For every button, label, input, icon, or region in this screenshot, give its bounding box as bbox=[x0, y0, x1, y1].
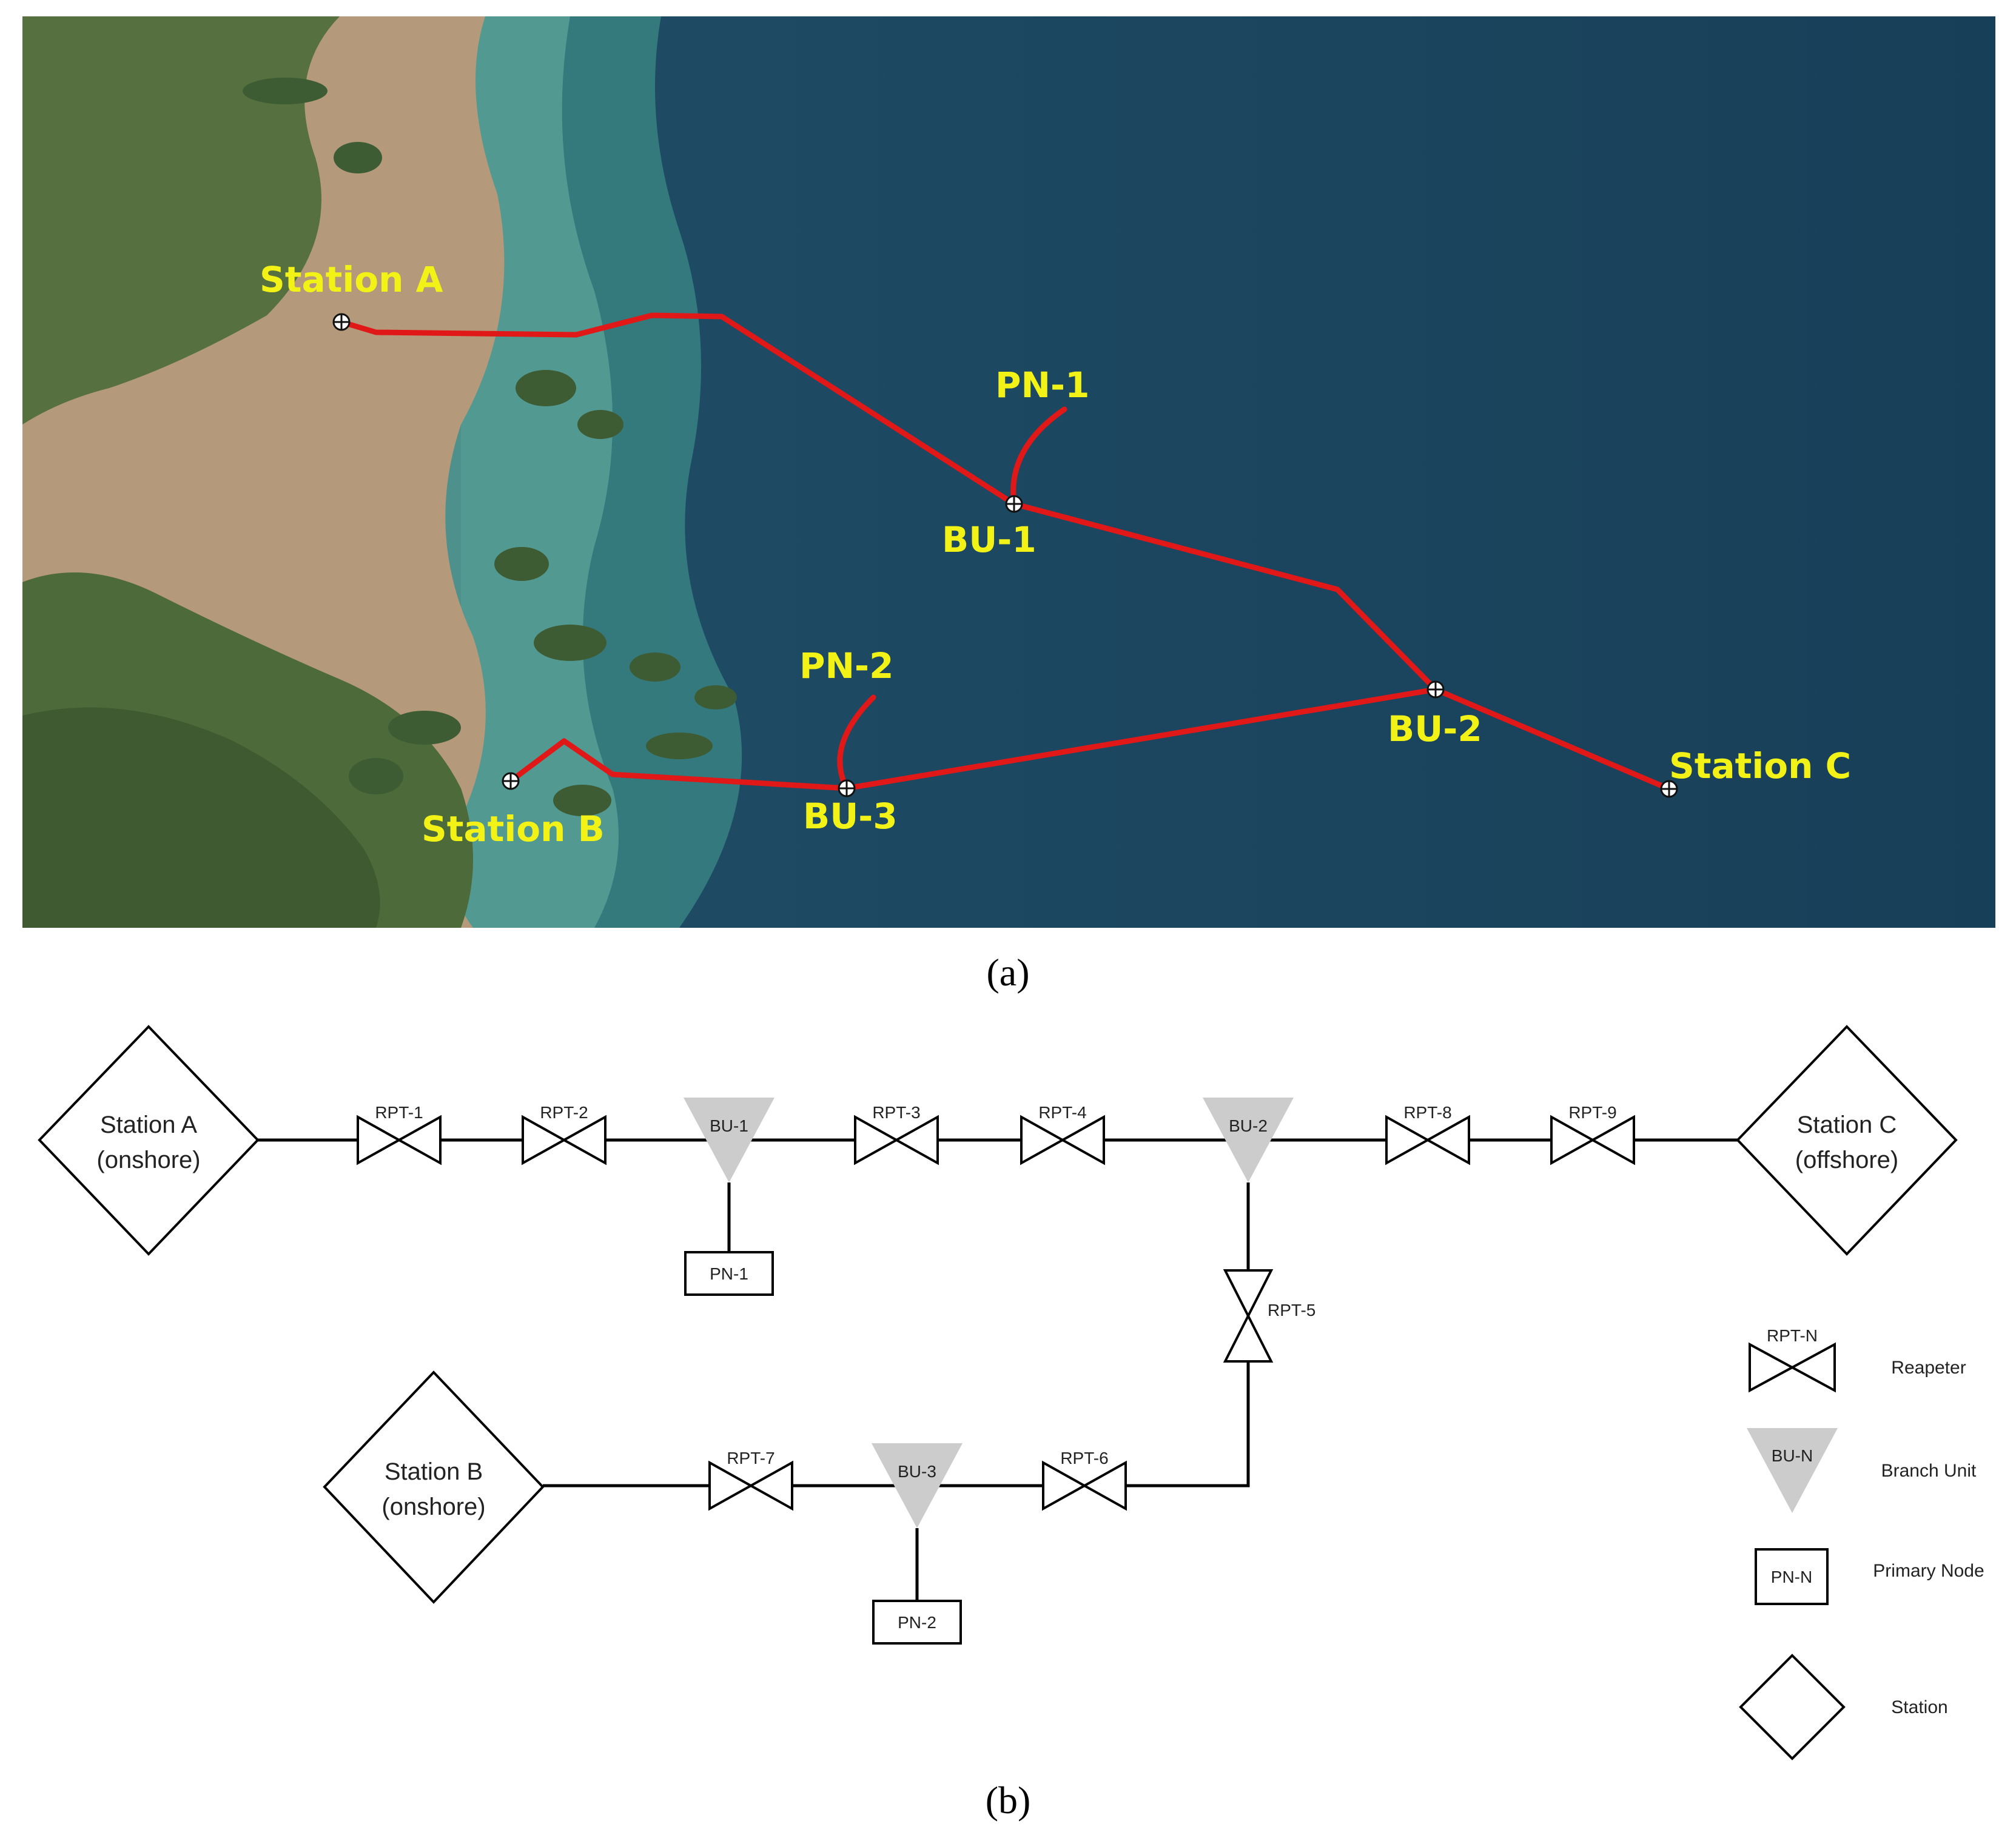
rpt5-top bbox=[1223, 1269, 1274, 1319]
station-a-marker bbox=[332, 313, 351, 331]
rpt2-left bbox=[522, 1115, 567, 1166]
bu2-shape bbox=[1203, 1098, 1294, 1182]
pn1-label: PN-1 bbox=[710, 1264, 748, 1283]
pn1-box bbox=[684, 1251, 774, 1296]
legend-pn-symbol bbox=[1755, 1548, 1829, 1605]
bu1-shape bbox=[684, 1098, 774, 1182]
rpt5-label: RPT-5 bbox=[1268, 1301, 1315, 1320]
legend-bu-symbol-text: BU-N bbox=[1772, 1446, 1813, 1465]
station-a-shape bbox=[38, 1025, 260, 1256]
map-label-bu1: BU-1 bbox=[942, 519, 1037, 560]
station-b-name: Station B bbox=[385, 1458, 483, 1485]
map-label-pn1: PN-1 bbox=[995, 364, 1089, 406]
rpt6-left bbox=[1042, 1460, 1087, 1511]
rpt7-label: RPT-7 bbox=[727, 1449, 774, 1467]
legend-repeater-label: Reapeter bbox=[1891, 1358, 1966, 1378]
bu2-marker bbox=[1426, 680, 1445, 699]
rpt9-right bbox=[1590, 1115, 1635, 1166]
bu1-marker bbox=[1005, 495, 1023, 513]
pn2-box bbox=[872, 1600, 962, 1645]
cable-bu3-pn2 bbox=[837, 694, 876, 791]
legend-repeater-symbol bbox=[1749, 1342, 1836, 1393]
legend-bu-label: Branch Unit bbox=[1881, 1461, 1977, 1481]
land-north bbox=[22, 16, 340, 424]
cable-bu2-bu3 bbox=[844, 686, 1439, 791]
map-label-station-b: Station B bbox=[422, 808, 605, 850]
rpt4-left bbox=[1020, 1115, 1066, 1166]
rpt5-bottom bbox=[1223, 1313, 1274, 1363]
legend: RPT-N Reapeter BU-N Branch Unit PN-N Pri… bbox=[1739, 1326, 1984, 1760]
pn2-label: PN-2 bbox=[898, 1613, 936, 1632]
legend-pn-label: Primary Node bbox=[1873, 1561, 1984, 1581]
repeater-symbols bbox=[357, 1115, 1635, 1511]
rpt2-label: RPT-2 bbox=[540, 1103, 588, 1122]
caption-b: (b) bbox=[986, 1779, 1031, 1822]
rpt3-left bbox=[854, 1115, 899, 1166]
rpt8-left bbox=[1385, 1115, 1431, 1166]
map-label-bu2: BU-2 bbox=[1388, 708, 1482, 750]
branch-unit-symbols bbox=[684, 1098, 1294, 1528]
station-a-name: Station A bbox=[100, 1112, 197, 1138]
map-label-station-a: Station A bbox=[260, 259, 443, 300]
legend-repeater-symbol-text: RPT-N bbox=[1767, 1326, 1818, 1345]
legend-repeater-left bbox=[1749, 1342, 1795, 1393]
bu3-shape bbox=[872, 1443, 963, 1528]
station-c-name: Station C bbox=[1797, 1112, 1897, 1138]
station-a-type: (onshore) bbox=[96, 1147, 200, 1173]
map-panel: Station A Station B Station C PN-1 PN-2 … bbox=[22, 16, 1995, 928]
station-b-marker bbox=[502, 772, 520, 790]
rpt7-left bbox=[708, 1460, 754, 1511]
legend-repeater-right bbox=[1789, 1342, 1836, 1393]
map-label-bu3: BU-3 bbox=[803, 796, 898, 837]
cable-station-a-bu1 bbox=[338, 312, 1017, 507]
rpt2-right bbox=[561, 1115, 606, 1166]
rpt1-label: RPT-1 bbox=[375, 1103, 423, 1122]
legend-bu-symbol bbox=[1747, 1428, 1838, 1513]
rpt9-label: RPT-9 bbox=[1568, 1103, 1616, 1122]
rpt8-right bbox=[1425, 1115, 1470, 1166]
rpt4-right bbox=[1060, 1115, 1105, 1166]
cable-routes bbox=[338, 312, 1672, 792]
legend-station-label: Station bbox=[1891, 1697, 1947, 1717]
bu2-label: BU-2 bbox=[1229, 1116, 1268, 1135]
bu1-label: BU-1 bbox=[710, 1116, 748, 1135]
station-c-type: (offshore) bbox=[1795, 1147, 1898, 1173]
caption-a: (a) bbox=[986, 951, 1029, 994]
rpt6-right bbox=[1081, 1460, 1127, 1511]
rpt4-label: RPT-4 bbox=[1038, 1103, 1086, 1122]
map-label-station-c: Station C bbox=[1669, 745, 1851, 787]
map-label-pn2: PN-2 bbox=[799, 645, 893, 686]
schematic-panel: Station A (onshore) Station C (offshore)… bbox=[38, 1025, 1984, 1760]
rpt3-label: RPT-3 bbox=[872, 1103, 920, 1122]
station-b-shape bbox=[323, 1370, 545, 1604]
cable-bu1-pn1 bbox=[1010, 406, 1067, 507]
rpt1-right bbox=[396, 1115, 442, 1166]
rpt1-left bbox=[357, 1115, 402, 1166]
legend-pn-symbol-text: PN-N bbox=[1771, 1568, 1812, 1586]
rpt6-label: RPT-6 bbox=[1060, 1449, 1108, 1467]
land-south-dark bbox=[22, 707, 380, 928]
bu3-marker bbox=[838, 779, 856, 797]
rpt9-left bbox=[1550, 1115, 1596, 1166]
cable-bu1-bu2 bbox=[1011, 501, 1439, 693]
cable-bu3-station-b bbox=[508, 738, 850, 791]
rpt3-right bbox=[893, 1115, 939, 1166]
rpt8-label: RPT-8 bbox=[1403, 1103, 1451, 1122]
bu3-label: BU-3 bbox=[898, 1462, 936, 1481]
station-b-type: (onshore) bbox=[381, 1494, 485, 1520]
cable-bu2-station-c bbox=[1433, 686, 1672, 792]
bu2-branch-line bbox=[1125, 1182, 1250, 1488]
rpt7-right bbox=[748, 1460, 793, 1511]
legend-station-symbol bbox=[1739, 1654, 1846, 1760]
station-c-shape bbox=[1736, 1025, 1958, 1256]
islands bbox=[243, 78, 737, 816]
